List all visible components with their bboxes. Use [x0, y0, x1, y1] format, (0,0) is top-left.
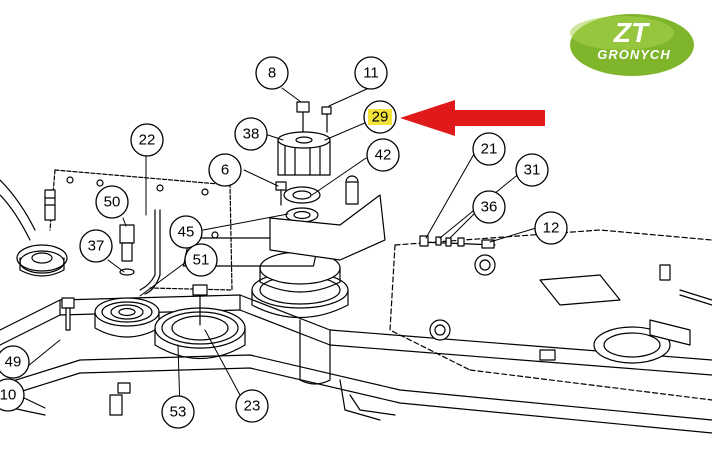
- logo-gronych: GRONYCH: [597, 47, 670, 62]
- callout-22: 22: [139, 132, 156, 149]
- bolt-50: [119, 224, 135, 262]
- zt-gronych-logo: ZT GRONYCH: [570, 14, 694, 76]
- callout-circle-51: [184, 243, 218, 277]
- callout-12: 12: [543, 220, 560, 237]
- bolt-6: [275, 181, 287, 206]
- callout-circle-12: [534, 211, 568, 245]
- callout-50: 50: [104, 194, 121, 211]
- logo-zt: ZT: [613, 17, 651, 48]
- callout-45: 45: [178, 224, 195, 241]
- callout-circle-21: [472, 132, 506, 166]
- callout-29: 29: [372, 109, 389, 126]
- callout-23: 23: [244, 398, 261, 415]
- callout-circle-53: [161, 395, 195, 429]
- callout-38: 38: [243, 126, 260, 143]
- callout-circle-50: [95, 185, 129, 219]
- leader-lines: [19, 87, 537, 411]
- callout-21: 21: [481, 141, 498, 158]
- pulley-53: [154, 307, 246, 360]
- callout-circle-8: [255, 56, 289, 90]
- callout-8: 8: [268, 65, 276, 82]
- callout-circles: [0, 56, 568, 429]
- callout-circle-38: [234, 117, 268, 151]
- callout-11: 11: [363, 65, 379, 82]
- callout-51: 51: [193, 252, 210, 269]
- right-deck: [389, 229, 712, 401]
- callout-31: 31: [524, 162, 541, 179]
- callout-42: 42: [375, 147, 392, 164]
- callout-circle-45: [169, 215, 203, 249]
- spindle-bracket-38: [277, 131, 331, 176]
- callout-circle-10: [0, 378, 25, 412]
- linkage-21-31-36-12: [419, 235, 496, 249]
- callout-circle-6: [208, 153, 242, 187]
- callout-circle-31: [515, 153, 549, 187]
- clutch-assembly: [182, 237, 349, 318]
- left-plate-holes: [66, 176, 219, 239]
- callout-36: 36: [481, 199, 498, 216]
- bearing-42: [283, 186, 321, 223]
- callout-37: 37: [88, 238, 105, 255]
- arm-45: [269, 175, 386, 261]
- callout-circle-49: [0, 345, 30, 379]
- callout-circle-11: [354, 56, 388, 90]
- lower-left-parts: [0, 297, 396, 421]
- callout-labels: 8 11 29 38 6 42 22 50 45 37 51 21 31 36 …: [0, 65, 559, 421]
- spring-22: [139, 209, 161, 295]
- red-arrow: [400, 100, 545, 136]
- bolt-11: [321, 106, 332, 133]
- callout-10: 10: [0, 387, 16, 404]
- callout-circle-22: [130, 123, 164, 157]
- bolt-8: [296, 101, 310, 133]
- washer-37: [119, 268, 135, 276]
- bolt-23: [192, 284, 208, 326]
- callout-6: 6: [221, 162, 229, 179]
- idler-pulley-51: [94, 297, 160, 338]
- chassis-frame: [0, 294, 712, 434]
- logo-badge-shine: [570, 16, 674, 50]
- callout-53: 53: [170, 404, 187, 421]
- callout-circle-42: [366, 138, 400, 172]
- left-bolt: [44, 189, 56, 221]
- callout-circle-36: [472, 190, 506, 224]
- callout-circle-23: [235, 389, 269, 423]
- callout-circle-37: [79, 229, 113, 263]
- callout-29-highlight: [368, 109, 392, 125]
- callout-49: 49: [5, 354, 22, 371]
- left-pulley: [0, 179, 68, 277]
